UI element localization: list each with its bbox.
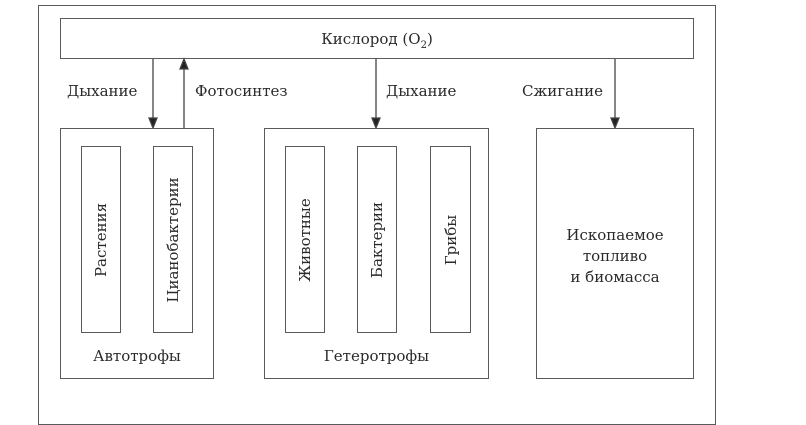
arrow-label-photosynthesis: Фотосинтез — [195, 82, 288, 100]
member-plants: Растения — [81, 146, 121, 333]
autotrophs-box: Растения Цианобактерии Автотрофы — [60, 128, 214, 379]
arrow-label-respiration-1: Дыхание — [67, 82, 138, 100]
autotrophs-title: Автотрофы — [93, 347, 181, 365]
fossil-box: Ископаемое топливо и биомасса — [536, 128, 694, 379]
arrow-respiration-heterotrophs — [371, 59, 381, 130]
oxygen-box: Кислород (O2) — [60, 18, 694, 59]
arrow-photosynthesis — [179, 57, 189, 128]
arrow-label-combustion: Сжигание — [522, 82, 603, 100]
heterotrophs-title: Гетеротрофы — [323, 347, 430, 365]
oxygen-label: Кислород (O2) — [321, 30, 433, 51]
arrows-layer — [148, 57, 620, 130]
member-animals: Животные — [285, 146, 325, 333]
member-fungi: Грибы — [430, 146, 471, 333]
member-bacteria: Бактерии — [357, 146, 397, 333]
heterotrophs-box: Животные Бактерии Грибы Гетеротрофы — [264, 128, 489, 379]
member-cyanobacteria: Цианобактерии — [153, 146, 193, 333]
arrow-respiration-autotrophs — [148, 59, 158, 130]
arrow-label-respiration-2: Дыхание — [386, 82, 457, 100]
arrow-combustion — [610, 59, 620, 130]
fossil-label: Ископаемое топливо и биомасса — [566, 226, 664, 286]
